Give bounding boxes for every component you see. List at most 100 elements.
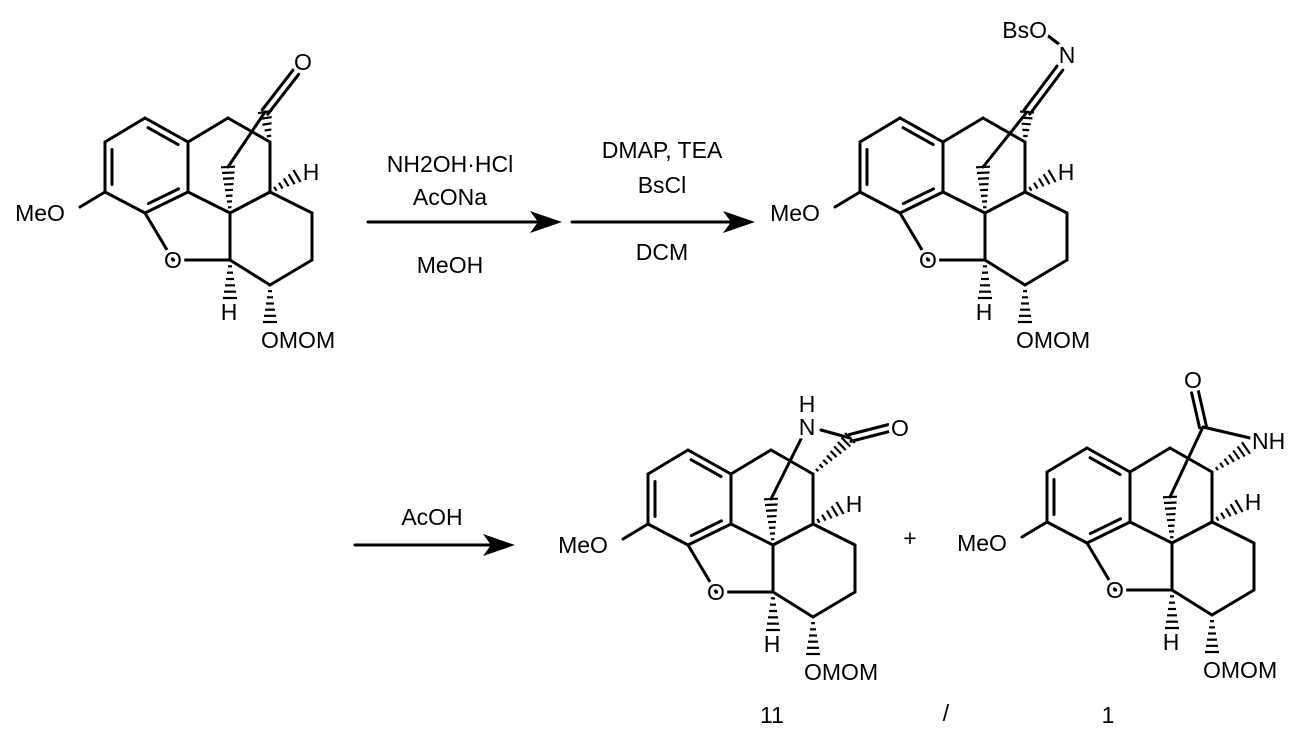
hydrogen-label: H <box>1245 489 1262 515</box>
ratio-right: 1 <box>1102 702 1115 728</box>
nh-hydrogen-label: H <box>799 391 816 417</box>
bond <box>228 190 272 215</box>
bond <box>771 590 815 619</box>
bond <box>1128 520 1174 545</box>
aromatic-double-bond-inner <box>689 519 723 538</box>
bond <box>143 211 175 262</box>
reaction-arrow-2 <box>570 211 755 233</box>
bond <box>186 116 230 144</box>
carbonyl-oxygen-label: O <box>294 49 312 75</box>
imine-double-bond-1 <box>1028 68 1065 116</box>
hashed-bond <box>263 283 277 324</box>
aromatic-double-bond-inner <box>689 458 723 479</box>
bond <box>1045 446 1089 474</box>
aromatic-double-bond <box>686 519 733 547</box>
aromatic-double-bond <box>898 187 945 215</box>
bond <box>983 258 1027 287</box>
bond <box>1045 520 1089 545</box>
hashed-bond <box>978 258 992 300</box>
aromatic-double-bond-outer <box>686 522 733 547</box>
imine-double-bond <box>1022 64 1065 116</box>
bond <box>1023 190 1069 215</box>
bond <box>103 116 147 144</box>
hashed-bond <box>1165 588 1179 630</box>
aromatic-double-bond <box>1085 517 1132 545</box>
bond <box>621 522 650 541</box>
nitrogen-label: N <box>1059 42 1076 68</box>
methoxy-label: MeO <box>957 530 1007 556</box>
bond <box>228 258 272 287</box>
bond <box>729 448 773 476</box>
hashed-bond <box>257 109 273 144</box>
molecule-oxime-brosylate <box>833 33 1069 324</box>
bonds-layer <box>78 33 1256 656</box>
omom-label: OMOM <box>1203 657 1277 683</box>
aromatic-double-bond-inner <box>146 187 180 206</box>
bond <box>686 543 718 594</box>
reaction-arrow-1 <box>366 211 562 233</box>
furan-oxygen-label: O <box>164 247 182 273</box>
aromatic-double-bond <box>646 472 657 526</box>
hydrogen-label: H <box>976 299 993 325</box>
omom-label: OMOM <box>261 327 335 353</box>
bond <box>1210 520 1256 545</box>
molecule-ketone <box>78 68 314 324</box>
omom-label: OMOM <box>804 659 878 685</box>
hydrogen-label: H <box>764 631 781 657</box>
reagent-dmap-tea: DMAP, TEA <box>602 137 723 163</box>
reaction-arrow-3 <box>353 534 515 556</box>
hashed-bond <box>1023 169 1057 194</box>
bond <box>729 522 775 547</box>
furan-oxygen-label: O <box>919 247 937 273</box>
bond <box>78 190 107 209</box>
omom-label: OMOM <box>1016 327 1090 353</box>
carbonyl-double-bond-1 <box>266 72 301 116</box>
aromatic-double-bond-outer <box>1085 446 1132 474</box>
methoxy-label: MeO <box>770 200 820 226</box>
nitrogen-label: N <box>799 414 816 440</box>
bond <box>811 522 857 547</box>
bond <box>1168 446 1214 474</box>
bond <box>811 590 857 619</box>
atom-labels-layer: OMeOOHHOMOMNBsOMeOOHHOMOMNHOMeOOHHOMOMON… <box>12 14 1289 689</box>
carbonyl-double-bond <box>1190 389 1208 430</box>
bond <box>1170 520 1214 545</box>
hydrogen-label: H <box>221 299 238 325</box>
bond <box>268 258 314 287</box>
bond <box>898 211 930 262</box>
molecule-lactam-11 <box>621 423 892 656</box>
bond <box>1020 520 1049 539</box>
aromatic-double-bond <box>686 448 733 479</box>
solvent-methanol: MeOH <box>417 252 483 278</box>
bond <box>103 190 147 215</box>
aromatic-double-bond-outer <box>898 190 945 215</box>
carbonyl-oxygen-label: O <box>1184 367 1202 393</box>
aromatic-double-bond <box>103 140 114 194</box>
furan-oxygen-label: O <box>1106 577 1124 603</box>
hashed-bond <box>766 590 780 632</box>
bond <box>226 110 267 169</box>
reagent-hydroxylamine: NH2OH·HCl <box>387 151 514 177</box>
bond <box>771 522 815 547</box>
aromatic-double-bond <box>1085 446 1132 477</box>
hashed-bond <box>223 258 237 300</box>
hashed-bond <box>811 501 845 526</box>
bond <box>268 190 314 215</box>
molecule-lactam-1 <box>1020 389 1256 654</box>
plus-sign: + <box>903 525 916 551</box>
reagent-sodium-acetate: AcONa <box>413 184 487 210</box>
hashed-bond <box>268 169 302 194</box>
ratio-separator: / <box>943 700 950 726</box>
aromatic-double-bond-inner <box>901 187 935 206</box>
carbonyl-double-bond-2 <box>847 423 890 437</box>
hashed-bond <box>1210 441 1251 474</box>
aromatic-double-bond-outer <box>143 116 190 144</box>
hashed-bond <box>220 165 236 215</box>
carbonyl-double-bond-1 <box>849 429 892 443</box>
brosyloxy-label: BsO <box>1002 17 1047 43</box>
bond <box>1170 588 1214 617</box>
bond <box>981 110 1029 169</box>
bond <box>819 428 852 440</box>
